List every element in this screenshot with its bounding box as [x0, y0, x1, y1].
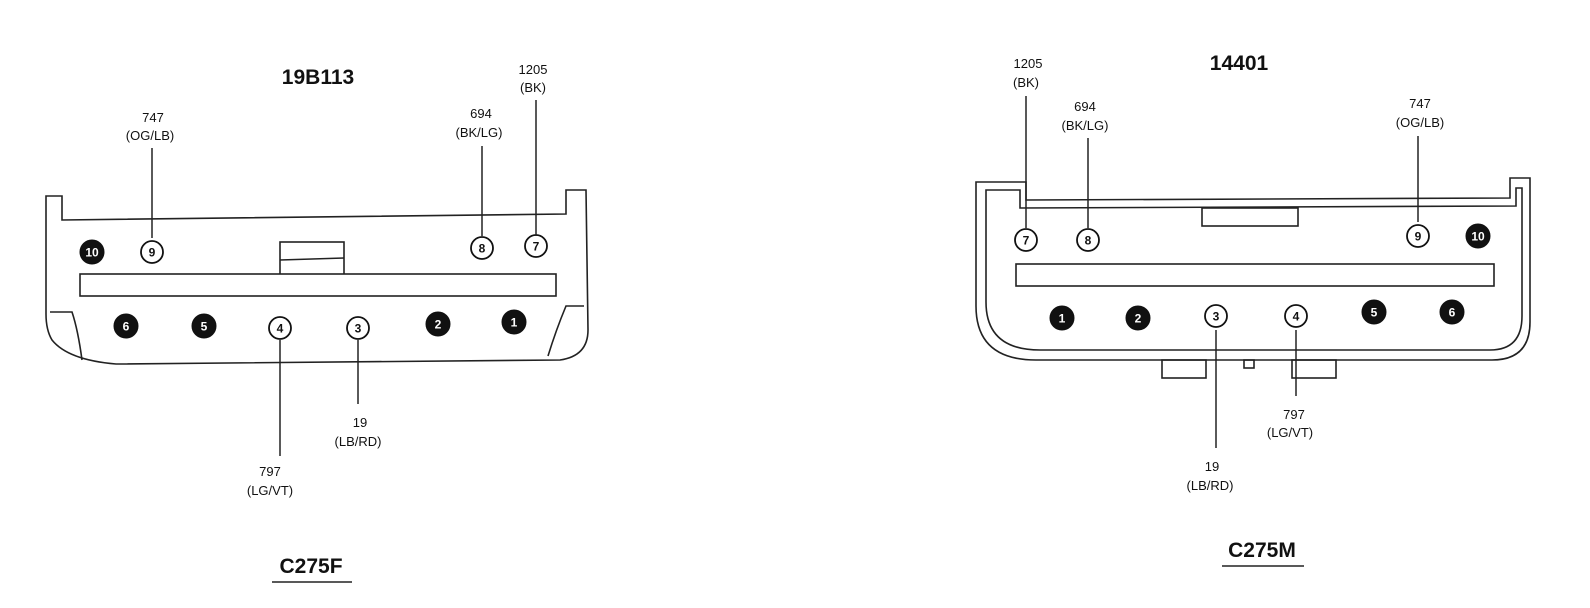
wire-circuit-label: 797 — [259, 464, 281, 479]
pin-5-label: 5 — [1371, 306, 1378, 320]
wire-circuit-label: 19 — [1205, 459, 1219, 474]
wire-lead-797: 797 (LG/VT) — [1267, 330, 1313, 440]
wire-circuit-label: 797 — [1283, 407, 1305, 422]
pin-2-label: 2 — [1135, 312, 1142, 326]
pin-9-terminal — [140, 240, 164, 264]
wire-lead-19: 19 (LB/RD) — [1187, 330, 1234, 493]
wire-circuit-label: 19 — [353, 415, 367, 430]
pin-6-terminal — [113, 313, 139, 339]
wire-color-label: (LB/RD) — [335, 434, 382, 449]
wire-lead-694: 694 (BK/LG) — [456, 106, 503, 236]
housing-inner-edge — [50, 311, 83, 361]
pin-3-terminal — [346, 316, 370, 340]
pin-group: 7 8 9 10 1 2 3 4 5 6 — [1014, 223, 1491, 331]
connector-c275f: 19B113 10 9 8 7 6 5 4 3 2 1 747 (OG/LB) 694 (BK/L… — [45, 62, 589, 583]
pin-1-terminal — [501, 309, 527, 335]
pin-2-label: 2 — [435, 318, 442, 332]
pin-4-label: 4 — [277, 322, 284, 336]
wire-lead-747: 747 (OG/LB) — [1396, 96, 1444, 222]
wire-circuit-label: 694 — [1074, 99, 1096, 114]
pin-1-label: 1 — [511, 316, 518, 330]
housing-inner-edge — [547, 305, 584, 357]
wire-lead-797: 797 (LG/VT) — [247, 340, 293, 498]
pin-3-label: 3 — [1213, 310, 1220, 324]
pin-9-label: 9 — [1415, 230, 1422, 244]
pin-10-terminal — [79, 239, 105, 265]
connector-housing — [975, 177, 1531, 361]
wire-color-label: (BK) — [1013, 75, 1039, 90]
pin-4-label: 4 — [1293, 310, 1300, 324]
pin-1-terminal — [1049, 305, 1075, 331]
pin-10-terminal — [1465, 223, 1491, 249]
wire-lead-694: 694 (BK/LG) — [1062, 99, 1109, 228]
pin-8-terminal — [1076, 228, 1100, 252]
wire-circuit-label: 747 — [142, 110, 164, 125]
pin-5-terminal — [1361, 299, 1387, 325]
pin-4-terminal — [1284, 304, 1308, 328]
housing-tab — [1291, 359, 1337, 379]
latch-line — [279, 257, 345, 261]
pin-1-label: 1 — [1059, 312, 1066, 326]
pin-5-label: 5 — [201, 320, 208, 334]
connector-housing — [45, 189, 589, 365]
wire-lead-19: 19 (LB/RD) — [335, 340, 382, 449]
pin-6-label: 6 — [1449, 306, 1456, 320]
wire-color-label: (BK/LG) — [1062, 118, 1109, 133]
wire-circuit-label: 1205 — [1014, 56, 1043, 71]
connector-id: C275M — [1228, 539, 1296, 562]
wire-color-label: (OG/LB) — [126, 128, 174, 143]
connector-title: 19B113 — [282, 66, 354, 89]
pin-6-label: 6 — [123, 320, 130, 334]
connector-latch — [1201, 207, 1299, 227]
pin-5-terminal — [191, 313, 217, 339]
pin-8-label: 8 — [1085, 234, 1092, 248]
terminal-divider-bar — [1015, 263, 1495, 287]
wire-circuit-label: 1205 — [519, 62, 548, 77]
wire-color-label: (BK/LG) — [456, 125, 503, 140]
pin-6-terminal — [1439, 299, 1465, 325]
pin-7-label: 7 — [1023, 234, 1030, 248]
pin-group: 10 9 8 7 6 5 4 3 2 1 — [79, 234, 548, 340]
housing-inner-edge — [985, 187, 1523, 351]
wire-lead-1205: 1205 (BK) — [1013, 56, 1042, 228]
housing-tab — [1243, 359, 1255, 369]
wire-circuit-label: 694 — [470, 106, 492, 121]
wire-color-label: (LG/VT) — [1267, 425, 1313, 440]
connector-title: 14401 — [1210, 52, 1269, 75]
wire-lead-747: 747 (OG/LB) — [126, 110, 174, 238]
wire-color-label: (LB/RD) — [1187, 478, 1234, 493]
pin-8-terminal — [470, 236, 494, 260]
pin-7-terminal — [1014, 228, 1038, 252]
wire-circuit-label: 747 — [1409, 96, 1431, 111]
terminal-divider-bar — [79, 273, 557, 297]
wire-color-label: (OG/LB) — [1396, 115, 1444, 130]
pin-8-label: 8 — [479, 242, 486, 256]
pin-2-terminal — [1125, 305, 1151, 331]
pin-2-terminal — [425, 311, 451, 337]
pin-9-label: 9 — [149, 246, 156, 260]
housing-tab — [1161, 359, 1207, 379]
pin-4-terminal — [268, 316, 292, 340]
pin-7-label: 7 — [533, 240, 540, 254]
wire-color-label: (LG/VT) — [247, 483, 293, 498]
pin-9-terminal — [1406, 224, 1430, 248]
pin-10-label: 10 — [1471, 230, 1485, 244]
wire-lead-1205: 1205 (BK) — [519, 62, 548, 236]
connector-id: C275F — [279, 555, 342, 578]
pin-3-terminal — [1204, 304, 1228, 328]
wire-color-label: (BK) — [520, 80, 546, 95]
pin-10-label: 10 — [85, 246, 99, 260]
pin-3-label: 3 — [355, 322, 362, 336]
